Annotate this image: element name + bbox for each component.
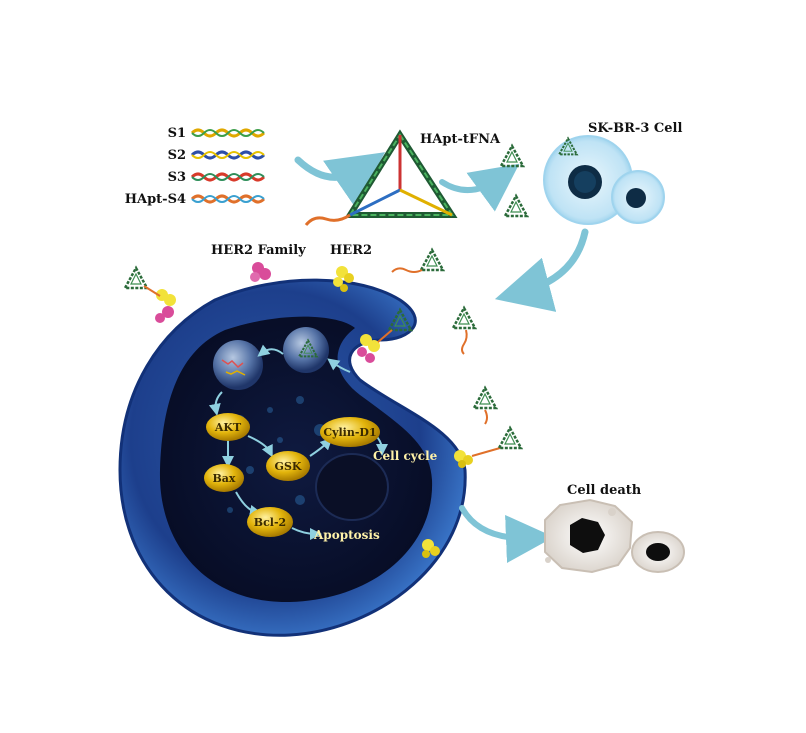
- free-tfna-2: [451, 306, 477, 355]
- nucleus: [315, 453, 389, 521]
- cell-death-label: Cell death: [567, 483, 642, 498]
- node-bax-label: Bax: [213, 472, 236, 485]
- arrow-binding: [494, 228, 589, 312]
- receptor-right-1: [454, 426, 523, 468]
- node-akt: AKT: [206, 413, 250, 441]
- receptor-right-2: [422, 539, 440, 558]
- arrow-cell-death: [459, 505, 554, 563]
- her2-family-label: HER2 Family: [211, 243, 306, 258]
- hapt-tfna-label: HApt-tFNA: [420, 132, 501, 147]
- node-bax: Bax: [204, 464, 244, 492]
- skbr3-label: SK-BR-3 Cell: [588, 121, 682, 136]
- node-gsk-label: GSK: [275, 460, 302, 473]
- strand-s1-label: S1: [168, 126, 186, 141]
- free-tfna-1: [391, 248, 445, 273]
- strand-haptS4-label: HApt-S4: [125, 192, 186, 207]
- her2-label: HER2: [330, 243, 372, 258]
- strand-s3-label: S3: [168, 170, 186, 185]
- apoptosis-label: Apoptosis: [313, 528, 380, 542]
- skbr3-cells: [543, 135, 665, 225]
- node-bcl2-label: Bcl-2: [254, 516, 286, 529]
- receptor-her2: [333, 266, 354, 292]
- endosome-vesicles: [208, 327, 351, 416]
- strand-s2-label: S2: [168, 148, 186, 163]
- node-cylin-d1: Cylin-D1: [320, 417, 380, 447]
- strand-legend: S1 S2 S3 HApt-S4: [125, 126, 266, 207]
- receptor-her2-family: [250, 262, 271, 282]
- tfna-mini-2: [503, 194, 529, 218]
- cell-cycle-label: Cell cycle: [373, 449, 438, 463]
- hapt-tfna-structure: [304, 129, 458, 226]
- free-tfna-3: [472, 386, 498, 425]
- node-akt-label: AKT: [214, 421, 242, 434]
- tfna-mini-1: [499, 144, 525, 168]
- arrow-assembly: [294, 152, 386, 207]
- receptor-complex-pit: [357, 308, 413, 363]
- her2-receptors: [123, 262, 523, 558]
- arrow-targeting: [439, 163, 520, 212]
- node-gsk: GSK: [266, 451, 310, 481]
- dead-cells: [544, 498, 685, 574]
- node-cylin-d1-label: Cylin-D1: [323, 426, 376, 439]
- receptor-complex-left: [123, 266, 176, 323]
- node-bcl2: Bcl-2: [247, 507, 293, 537]
- signaling-pathway: AKT Bax GSK Cylin-D1 Bcl-2 Cell cycle Ap…: [204, 413, 438, 542]
